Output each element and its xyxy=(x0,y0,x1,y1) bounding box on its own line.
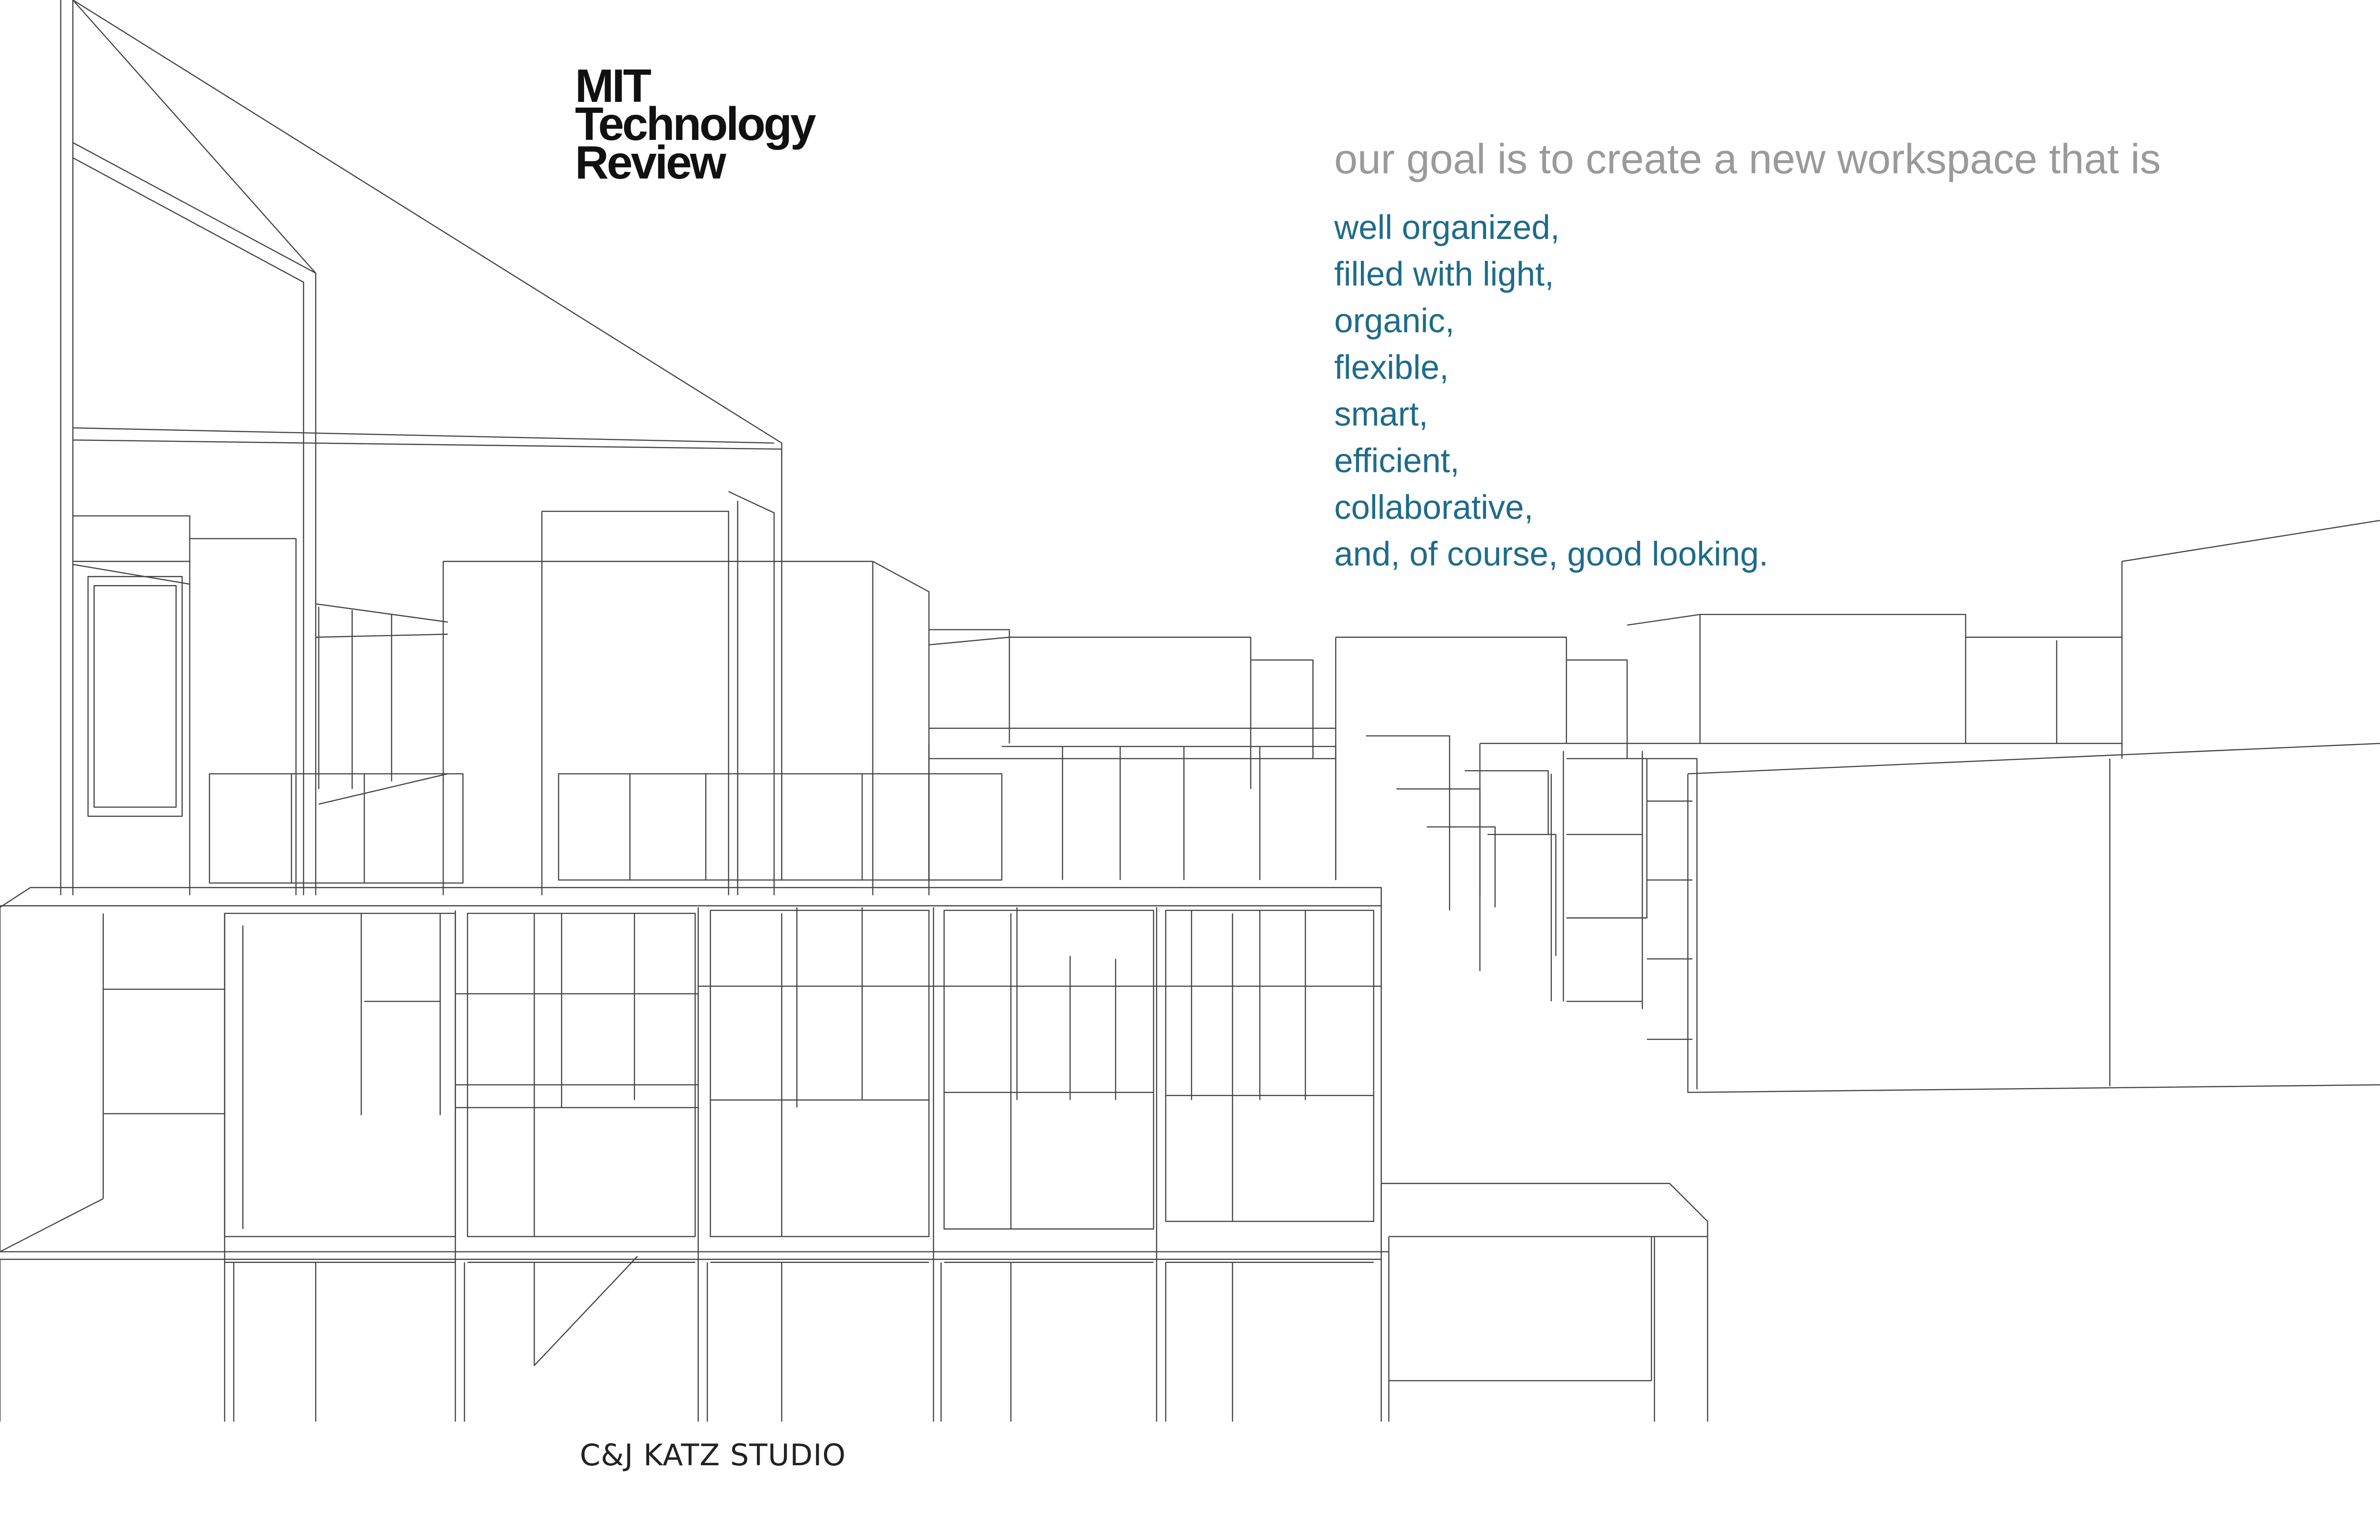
quality-item: well organized, xyxy=(1334,209,1560,247)
logo-line-mit: MIT xyxy=(575,60,652,112)
front-right-box xyxy=(1381,1183,1708,1421)
qualities-list: well organized, filled with light, organ… xyxy=(1334,205,1768,578)
quality-item: collaborative, xyxy=(1334,489,1534,527)
studio-credit: C&J KATZ STUDIO xyxy=(580,1438,846,1472)
central-column xyxy=(443,492,929,895)
front-shelf-inner xyxy=(361,907,1305,1115)
logo-line-review: Review xyxy=(575,136,726,189)
quality-item: filled with light, xyxy=(1334,256,1554,293)
front-shelf-mid-rails xyxy=(103,986,1381,1114)
headline: our goal is to create a new workspace th… xyxy=(1334,135,2161,182)
quality-item: flexible, xyxy=(1334,349,1449,387)
shelf-row-upper xyxy=(209,774,1002,883)
front-shelf-bottom-cells xyxy=(225,1256,1374,1421)
quality-item: smart, xyxy=(1334,396,1428,433)
right-desks xyxy=(1336,520,2380,880)
left-frame-structure xyxy=(61,0,782,895)
small-desks xyxy=(1397,771,1556,1001)
logo-line-technology: Technology xyxy=(575,98,816,150)
quality-item: efficient, xyxy=(1334,442,1460,480)
quality-item: organic, xyxy=(1334,302,1455,340)
front-shelf-top xyxy=(0,888,1381,1252)
quality-item: and, of course, good looking. xyxy=(1334,536,1768,573)
back-wall-left xyxy=(73,516,448,895)
middle-cluster xyxy=(929,630,1336,880)
right-panel xyxy=(1647,744,2380,1093)
front-shelf-cells xyxy=(225,910,1374,1236)
mit-technology-review-logo: MIT Technology Review xyxy=(575,60,816,189)
front-shelf-bottom xyxy=(0,1199,1389,1422)
